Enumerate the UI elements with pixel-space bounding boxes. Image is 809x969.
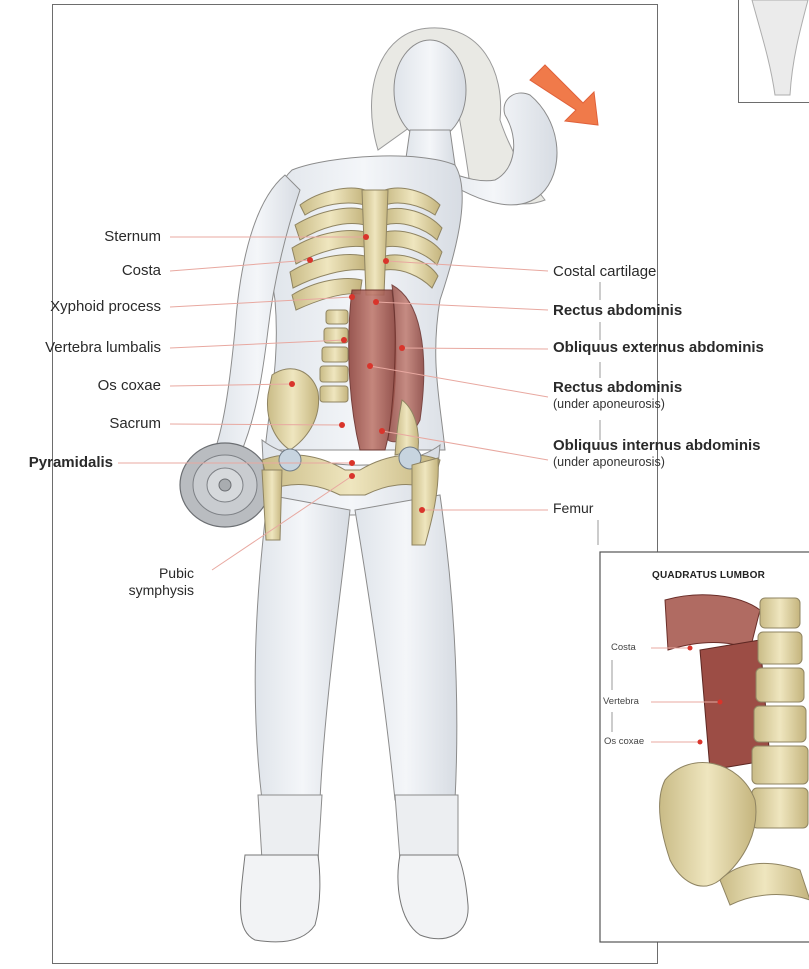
label-symphysis: symphysis	[129, 582, 194, 599]
label-obliquus-externus: Obliquus externus abdominis	[553, 339, 764, 356]
sternum-bone	[362, 190, 388, 295]
label-pubic: Pubic	[159, 565, 194, 582]
label-vertebra-lumbalis: Vertebra lumbalis	[45, 339, 161, 356]
rectus-abdominis-muscle	[349, 290, 396, 450]
head	[394, 40, 466, 140]
label-rectus-abdominis: Rectus abdominis	[553, 302, 682, 319]
inset-label-costa: Costa	[611, 642, 636, 653]
dumbbell	[180, 443, 270, 527]
label-rectus-sub: (under aponeurosis)	[553, 397, 665, 411]
quadratus-inset	[600, 552, 809, 942]
right-leg	[355, 495, 457, 800]
label-internus-sub: (under aponeurosis)	[553, 455, 665, 469]
label-obliquus-internus: Obliquus internus abdominis	[553, 437, 761, 454]
right-shoe	[398, 855, 468, 939]
label-pyramidalis: Pyramidalis	[29, 454, 113, 471]
label-rectus-abdominis-2: Rectus abdominis	[553, 379, 682, 396]
inset-label-vertebra: Vertebra	[603, 696, 639, 707]
label-os-coxae: Os coxae	[98, 377, 161, 394]
label-sternum: Sternum	[104, 228, 161, 245]
label-costa: Costa	[122, 262, 161, 279]
label-costal-cartilage: Costal cartilage	[553, 263, 656, 280]
inset-title: QUADRATUS LUMBOR	[652, 570, 765, 581]
label-sacrum: Sacrum	[109, 415, 161, 432]
left-leg	[255, 495, 350, 800]
top-inset-figure	[752, 0, 808, 95]
left-shoe	[241, 855, 320, 942]
label-femur: Femur	[553, 500, 593, 517]
inset-label-os-coxae: Os coxae	[604, 736, 644, 747]
label-xyphoid-process: Xyphoid process	[50, 298, 161, 315]
